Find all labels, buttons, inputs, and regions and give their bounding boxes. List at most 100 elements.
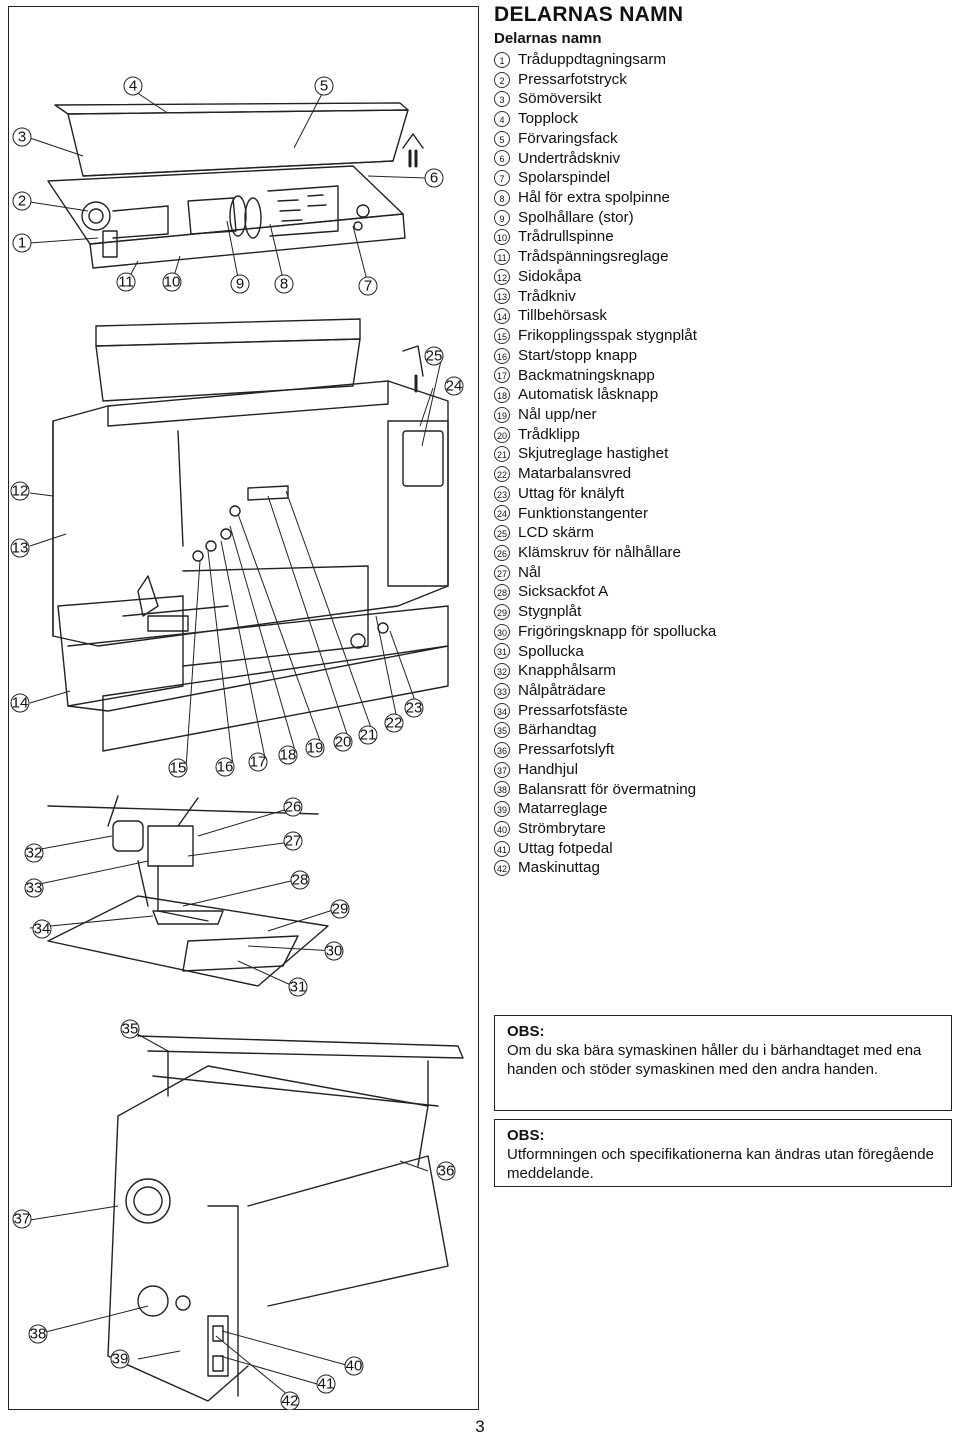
callout-11: 11 bbox=[118, 274, 134, 291]
part-number: 37 bbox=[494, 761, 510, 778]
part-number: 4 bbox=[494, 111, 510, 128]
part-item: 8 Hål för extra spolpinne bbox=[494, 188, 954, 208]
note-title: OBS: bbox=[507, 1127, 545, 1144]
callout-39: 39 bbox=[112, 1351, 129, 1368]
part-item: 4 Topplock bbox=[494, 109, 954, 129]
part-label: Handhjul bbox=[518, 760, 578, 778]
part-item: 25 LCD skärm bbox=[494, 523, 954, 543]
callout-34: 34 bbox=[34, 921, 51, 938]
part-number: 26 bbox=[494, 544, 510, 561]
part-label: Sidokåpa bbox=[518, 267, 582, 285]
callout-14: 14 bbox=[12, 695, 29, 712]
part-label: Spolhållare (stor) bbox=[518, 208, 634, 226]
part-item: 37 Handhjul bbox=[494, 760, 954, 780]
callout-7: 7 bbox=[364, 278, 372, 295]
callout-18: 18 bbox=[280, 747, 297, 764]
part-number: 24 bbox=[494, 505, 510, 522]
part-label: Strömbrytare bbox=[518, 820, 606, 838]
part-label: Automatisk låsknapp bbox=[518, 386, 659, 404]
callout-25: 25 bbox=[426, 348, 443, 365]
part-label: Hål för extra spolpinne bbox=[518, 189, 670, 207]
callout-23: 23 bbox=[406, 700, 423, 717]
part-number: 8 bbox=[494, 189, 510, 206]
sewing-machine-diagram: 1 2 3 4 5 6 7 8 9 10 11 12 13 14 15 16 1… bbox=[8, 6, 479, 1410]
part-item: 30 Frigöringsknapp för spollucka bbox=[494, 622, 954, 642]
part-number: 3 bbox=[494, 91, 510, 108]
callout-15: 15 bbox=[170, 760, 187, 777]
part-item: 16 Start/stopp knapp bbox=[494, 346, 954, 366]
part-label: Spolarspindel bbox=[518, 169, 611, 187]
note-text: Utformningen och specifikationerna kan ä… bbox=[507, 1146, 934, 1182]
part-number: 18 bbox=[494, 387, 510, 404]
part-number: 25 bbox=[494, 525, 510, 542]
part-label: Spollucka bbox=[518, 642, 584, 660]
part-label: Trådklipp bbox=[518, 425, 580, 443]
callout-40: 40 bbox=[346, 1358, 363, 1375]
part-item: 12 Sidokåpa bbox=[494, 267, 954, 287]
part-number: 41 bbox=[494, 840, 510, 857]
top-cover-illustration bbox=[47, 102, 424, 269]
callout-10: 10 bbox=[164, 274, 181, 291]
note-box-specs: OBS: Utformningen och specifikationerna … bbox=[494, 1119, 952, 1187]
part-number: 38 bbox=[494, 781, 510, 798]
part-label: Pressarfotsfäste bbox=[518, 701, 628, 719]
note-box-carry: OBS: Om du ska bära symaskinen håller du… bbox=[494, 1015, 952, 1111]
part-label: Nål upp/ner bbox=[518, 405, 597, 423]
part-label: Frigöringsknapp för spollucka bbox=[518, 622, 717, 640]
part-number: 32 bbox=[494, 663, 510, 680]
callout-21: 21 bbox=[360, 727, 377, 744]
needle-closeup-illustration bbox=[47, 795, 329, 987]
part-number: 12 bbox=[494, 268, 510, 285]
part-number: 22 bbox=[494, 465, 510, 482]
part-number: 11 bbox=[494, 249, 510, 266]
part-label: Uttag för knälyft bbox=[518, 484, 625, 502]
part-number: 29 bbox=[494, 603, 510, 620]
parts-subheading: Delarnas namn bbox=[494, 30, 602, 47]
part-number: 21 bbox=[494, 446, 510, 463]
machine-rear-illustration bbox=[107, 1035, 464, 1402]
part-number: 17 bbox=[494, 367, 510, 384]
part-number: 33 bbox=[494, 682, 510, 699]
part-number: 10 bbox=[494, 229, 510, 246]
part-number: 42 bbox=[494, 860, 510, 877]
part-number: 30 bbox=[494, 623, 510, 640]
callout-2: 2 bbox=[18, 193, 26, 210]
part-label: Start/stopp knapp bbox=[518, 346, 638, 364]
part-number: 19 bbox=[494, 406, 510, 423]
page-number: 3 bbox=[475, 1417, 485, 1436]
callout-8: 8 bbox=[280, 276, 288, 293]
page-heading: DELARNAS NAMN bbox=[494, 3, 684, 26]
callout-5: 5 bbox=[320, 78, 328, 95]
part-label: Maskinuttag bbox=[518, 859, 600, 877]
part-number: 20 bbox=[494, 426, 510, 443]
callout-6: 6 bbox=[430, 170, 438, 187]
part-label: Sicksackfot A bbox=[518, 583, 609, 601]
part-number: 16 bbox=[494, 347, 510, 364]
callout-16: 16 bbox=[217, 759, 234, 776]
part-label: Topplock bbox=[518, 110, 578, 128]
part-number: 40 bbox=[494, 820, 510, 837]
callout-20: 20 bbox=[335, 734, 352, 751]
part-label: Trådkniv bbox=[518, 287, 576, 305]
part-label: Tråduppdtagningsarm bbox=[518, 51, 667, 68]
callout-27: 27 bbox=[285, 833, 302, 850]
callout-30: 30 bbox=[326, 943, 343, 960]
part-label: Trådspänningsreglage bbox=[518, 248, 669, 266]
part-label: Backmatningsknapp bbox=[518, 366, 655, 384]
callout-9: 9 bbox=[236, 276, 244, 293]
part-label: LCD skärm bbox=[518, 524, 594, 542]
callout-3: 3 bbox=[18, 129, 26, 146]
